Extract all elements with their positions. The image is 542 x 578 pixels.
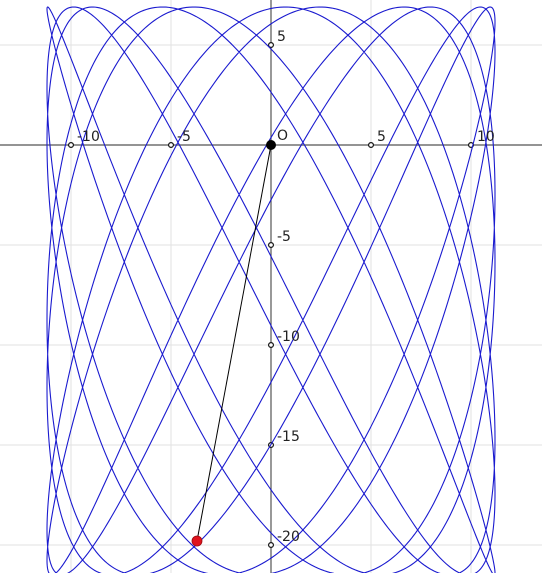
y-tick-label: 5 — [277, 29, 286, 45]
x-tick-mark — [168, 142, 175, 149]
y-tick-mark — [268, 342, 275, 349]
moving-point[interactable] — [191, 535, 203, 547]
y-tick-mark — [268, 541, 275, 548]
tick-marks — [67, 41, 475, 548]
tick-labels: -10 -5 5 10 5 -5 -10 -15 -20 O — [77, 29, 495, 545]
points[interactable] — [191, 140, 276, 547]
x-tick-label: 10 — [477, 129, 495, 145]
origin-point[interactable] — [266, 140, 276, 150]
y-tick-label: -10 — [277, 329, 300, 345]
x-tick-label: -10 — [77, 129, 100, 145]
lissajous-curve — [46, 6, 496, 576]
curve-layer — [46, 6, 496, 576]
y-tick-label: -15 — [277, 429, 300, 445]
y-tick-mark — [268, 41, 275, 48]
y-tick-mark — [268, 242, 275, 249]
x-tick-mark — [67, 142, 74, 149]
radius-segment — [196, 144, 272, 542]
origin-label: O — [277, 128, 288, 144]
x-tick-label: -5 — [177, 129, 191, 145]
y-tick-label: -5 — [277, 229, 291, 245]
x-tick-mark — [368, 142, 375, 149]
segment-layer — [196, 144, 272, 542]
x-tick-label: 5 — [377, 129, 386, 145]
y-tick-label: -20 — [277, 529, 300, 545]
